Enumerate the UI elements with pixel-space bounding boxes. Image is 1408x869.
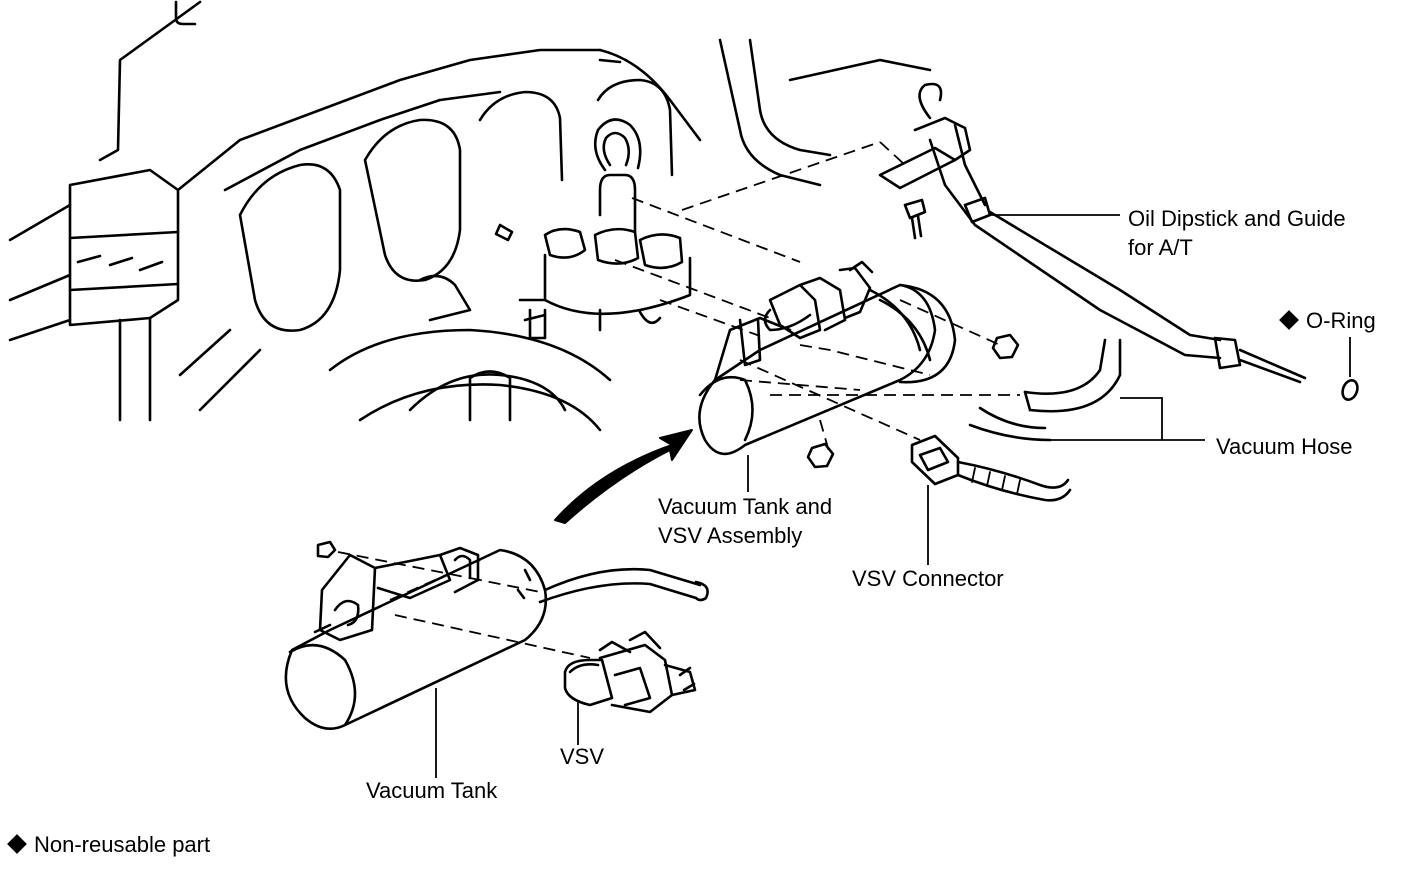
- vsv-label: VSV: [560, 744, 605, 769]
- assembly-guide-lines-upper: [614, 141, 1020, 456]
- vacuum-tank-assembly-label: Vacuum Tank and VSV Assembly: [658, 492, 832, 550]
- vacuum-tank-label: Vacuum Tank: [366, 778, 498, 803]
- leader-lines: [435, 214, 1351, 778]
- oil-dipstick-label-line1: Oil Dipstick and Guide: [1128, 206, 1346, 231]
- legend-text: Non-reusable part: [34, 832, 211, 857]
- engine-intake-outline: [8, 0, 932, 432]
- vsv-connector-label: VSV Connector: [852, 566, 1004, 591]
- oil-dipstick-label-line2: for A/T: [1128, 235, 1193, 260]
- vacuum-tank-assembly-label-line2: VSV Assembly: [658, 523, 803, 548]
- diamond-icon: [1279, 310, 1299, 330]
- o-ring-label-text: O-Ring: [1306, 308, 1376, 333]
- diamond-icon: [7, 834, 27, 854]
- vacuum-hoses: [968, 338, 1122, 442]
- vacuum-tank-vsv-assembly: [698, 260, 957, 456]
- vacuum-tank-assembly-label-line1: Vacuum Tank and: [658, 494, 833, 519]
- legend: Non-reusable part: [7, 830, 211, 859]
- o-ring-label: O-Ring: [1279, 306, 1376, 335]
- vacuum-hose-label: Vacuum Hose: [1216, 434, 1353, 459]
- oil-dipstick-label: Oil Dipstick and Guide for A/T: [1128, 204, 1346, 262]
- direction-arrow: [554, 429, 693, 524]
- o-ring-drawing: [1341, 379, 1359, 401]
- vacuum-tank-drawing: [284, 546, 709, 730]
- fasteners: [316, 198, 1020, 559]
- engine-sensor-cluster: [518, 118, 692, 340]
- vsv-drawing: [563, 630, 697, 714]
- oil-dipstick-guide: [878, 82, 1307, 384]
- vsv-connector-drawing: [910, 434, 1072, 502]
